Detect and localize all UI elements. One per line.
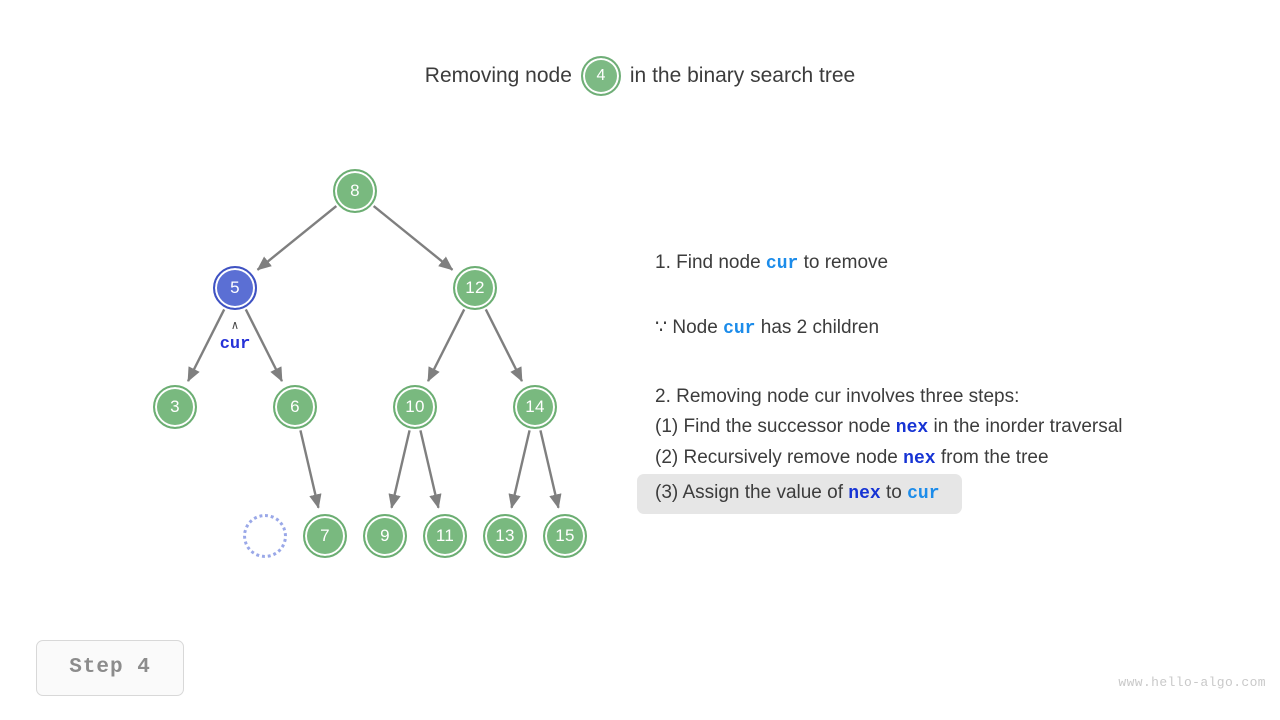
tree-node-6: 6 — [273, 385, 317, 429]
cur-pointer-label: ∧ cur — [220, 320, 251, 353]
tree-edge-5-to-3 — [186, 308, 226, 382]
title-prefix: Removing node — [424, 64, 572, 87]
step-badge: Step 4 — [36, 640, 184, 696]
desc-reason-var-cur: cur — [723, 319, 756, 339]
tree-node-11: 11 — [423, 514, 467, 558]
tree-node-5: 5 — [213, 266, 257, 310]
tree-node-3: 3 — [153, 385, 197, 429]
desc-substep-2-text-a: (2) Recursively remove node — [655, 447, 904, 468]
tree-node-12: 12 — [453, 266, 497, 310]
desc-step-1-text-a: 1. Find node — [655, 252, 766, 273]
watermark: www.hello-algo.com — [1118, 675, 1266, 690]
tree-edge-layer — [186, 205, 562, 509]
desc-step-1-text-b: to remove — [798, 252, 889, 273]
title-suffix: in the binary search tree — [629, 64, 856, 87]
desc-substep-2: (2) Recursively remove node nex from the… — [637, 443, 1267, 474]
tree-node-14: 14 — [513, 385, 557, 429]
title-node-badge: 4 — [580, 56, 621, 96]
desc-reason-text-a: ∵ Node — [655, 317, 724, 338]
desc-substep-3-var-nex: nex — [848, 484, 881, 504]
tree-edge-12-to-10 — [426, 308, 466, 382]
tree-edge-5-to-6 — [244, 308, 284, 382]
desc-substep-3-var-cur: cur — [907, 484, 940, 504]
tree-edge-8-to-5 — [256, 205, 338, 271]
desc-substep-3-text-a: (3) Assign the value of — [655, 482, 849, 503]
tree-edge-10-to-9 — [388, 430, 411, 509]
tree-edge-8-to-12 — [372, 205, 454, 271]
tree-node-13: 13 — [483, 514, 527, 558]
tree-node-15: 15 — [543, 514, 587, 558]
desc-step-1: 1. Find node cur to remove — [637, 248, 1267, 279]
tree-edge-12-to-14 — [484, 308, 524, 382]
desc-substep-2-text-b: from the tree — [935, 447, 1049, 468]
tree-node-8: 8 — [333, 169, 377, 213]
desc-substep-1-text-a: (1) Find the successor node — [655, 416, 896, 437]
tree-edge-14-to-13 — [508, 430, 531, 509]
desc-step-2: 2. Removing node cur involves three step… — [655, 386, 1020, 407]
algorithm-description: 1. Find node cur to remove ∵ Node cur ha… — [637, 248, 1267, 514]
desc-reason-text-b: has 2 children — [755, 317, 880, 338]
tree-edge-6-to-7 — [299, 430, 322, 509]
desc-spacer-1 — [637, 279, 1267, 313]
cur-pointer-text: cur — [219, 335, 251, 354]
tree-edge-14-to-15 — [539, 430, 562, 509]
tree-node-empty-slot — [243, 514, 287, 558]
desc-substep-1-text-b: in the inorder traversal — [928, 416, 1123, 437]
desc-substep-3-text-b: to — [880, 482, 908, 503]
page-title: Removing node 4 in the binary search tree — [0, 56, 1280, 96]
tree-node-9: 9 — [363, 514, 407, 558]
desc-substep-1: (1) Find the successor node nex in the i… — [637, 412, 1267, 443]
tree-edge-10-to-11 — [419, 430, 442, 509]
desc-step-1-var-cur: cur — [765, 254, 799, 274]
tree-node-7: 7 — [303, 514, 347, 558]
caret-icon: ∧ — [231, 319, 239, 333]
tree-node-10: 10 — [393, 385, 437, 429]
desc-substep-2-var-nex: nex — [903, 449, 936, 469]
desc-substep-1-var-nex: nex — [895, 418, 929, 438]
desc-spacer-2 — [637, 344, 1267, 382]
desc-substep-3: (3) Assign the value of nex to cur — [637, 474, 962, 514]
desc-reason: ∵ Node cur has 2 children — [637, 313, 1267, 344]
